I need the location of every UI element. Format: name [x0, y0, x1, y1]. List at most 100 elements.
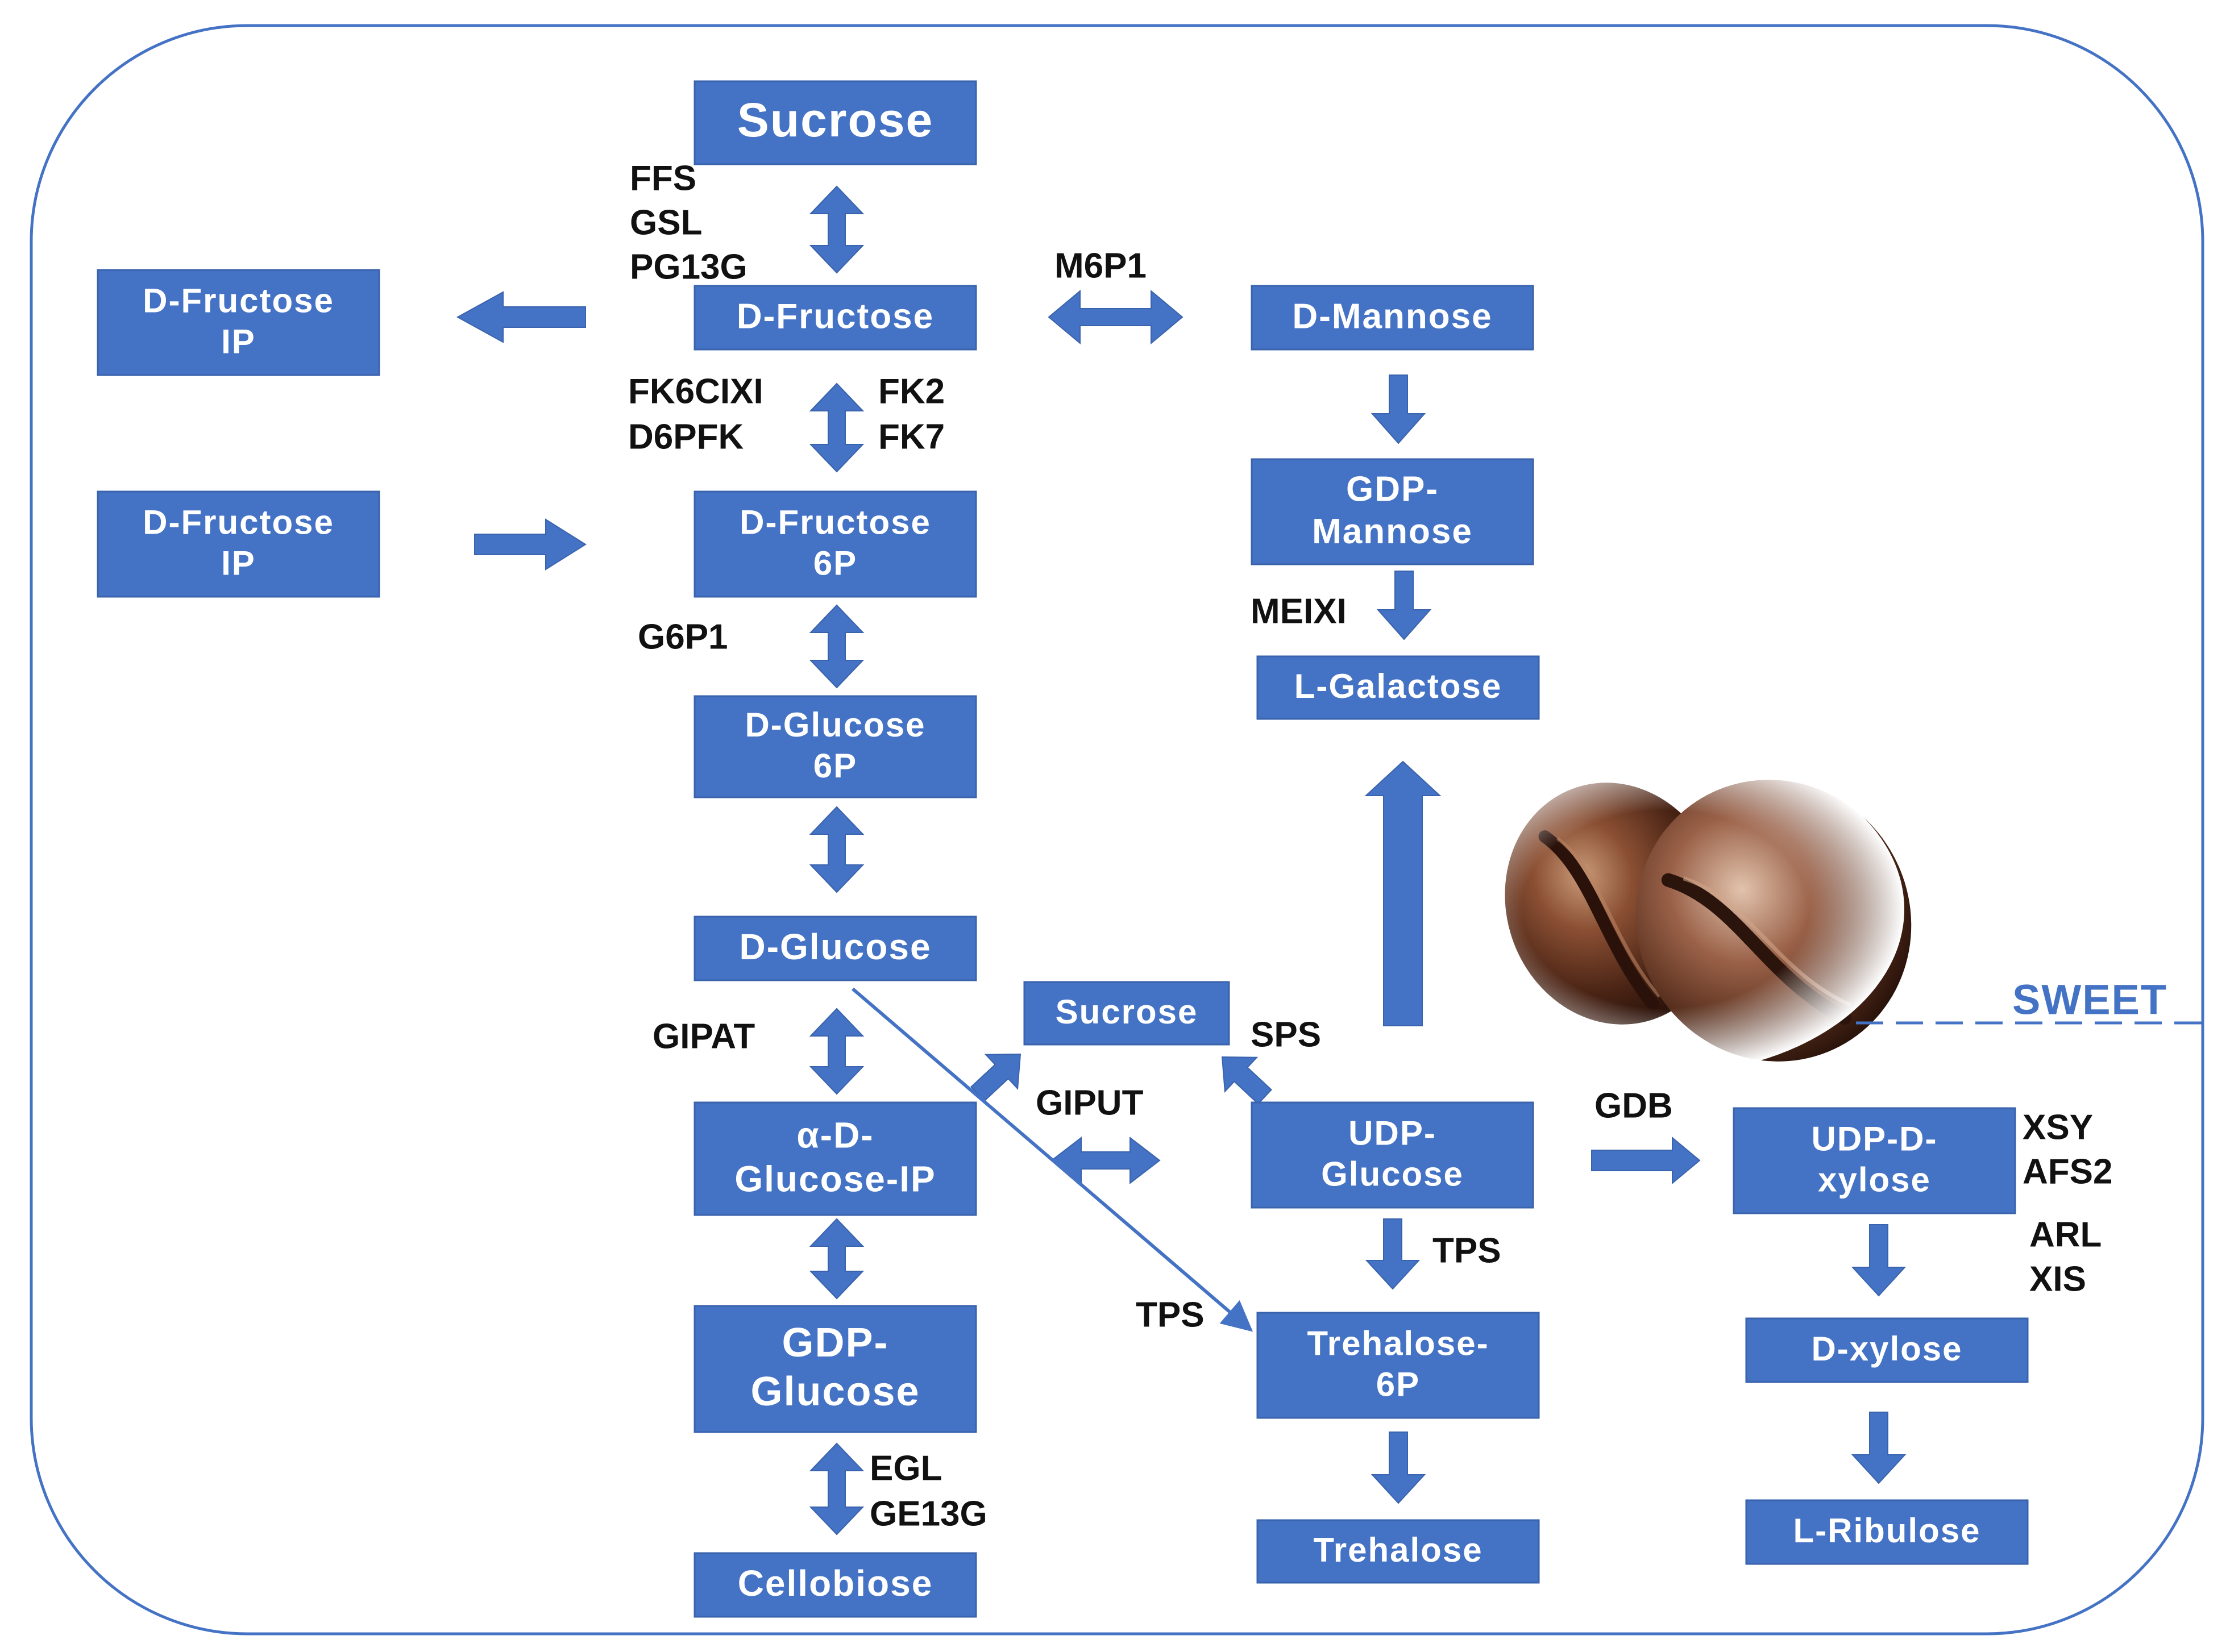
- arrow-udp-glucose-udp-d-xylose: [1591, 1136, 1701, 1185]
- arrow-from-d-fructose-1p: [474, 518, 587, 571]
- node-box: [693, 916, 977, 981]
- enzyme-xsy: XSY: [2023, 1108, 2093, 1147]
- node-label: D-Fructose: [143, 281, 334, 319]
- sweet-label: SWEET: [2012, 976, 2167, 1023]
- node-box: [1023, 981, 1230, 1046]
- node-label: D-Fructose: [740, 503, 931, 541]
- pathway-arrows: [456, 185, 1907, 1536]
- arrow-d-fructose-d-fructose-6p: [809, 382, 865, 473]
- node-label: UDP-: [1348, 1114, 1436, 1152]
- node-box: [693, 490, 977, 598]
- enzyme-meixi: MEIXI: [1251, 592, 1347, 631]
- outer-frame: [30, 24, 2204, 1636]
- node-box: [693, 285, 977, 351]
- enzyme-ge13g: GE13G: [870, 1494, 987, 1533]
- arrow-to-d-fructose-1p: [456, 291, 586, 343]
- node-label: Trehalose: [1313, 1531, 1482, 1569]
- node-label: Mannose: [1312, 512, 1473, 551]
- node-label: D-Mannose: [1292, 297, 1492, 336]
- enzyme-gipat: GIPAT: [653, 1017, 755, 1056]
- arrow-alpha-d-glucose-1p-sucrose: [970, 1053, 1021, 1102]
- node-d-xylose: D-xylose: [1745, 1317, 2029, 1383]
- arrow-gdp-mannose-l-galactose: [1376, 571, 1432, 640]
- enzyme-d6pfk: D6PFK: [628, 417, 744, 456]
- arrow-d-fructose-6p-d-glucose-6p: [809, 604, 865, 689]
- node-label: Sucrose: [1056, 993, 1198, 1031]
- node-label: D-Glucose: [745, 706, 925, 744]
- node-label: L-Ribulose: [1793, 1512, 1981, 1550]
- enzyme-fk7: FK7: [878, 417, 945, 456]
- node-box: [693, 80, 977, 165]
- node-box: [1251, 285, 1534, 351]
- node-label: Cellobiose: [738, 1563, 933, 1604]
- enzyme-fk2: FK2: [878, 372, 945, 411]
- enzyme-gdb: GDB: [1594, 1086, 1673, 1125]
- coffee-beans-photo: [1427, 744, 1912, 1074]
- node-box: [1251, 458, 1534, 565]
- node-alpha-d-glucose-1p: α-D-Glucose-IP: [693, 1101, 977, 1216]
- node-label: Glucose: [750, 1369, 920, 1414]
- node-label: 6P: [813, 747, 857, 785]
- arrow-d-xylose-l-ribulose: [1851, 1412, 1907, 1484]
- node-label: GDP-: [1346, 470, 1439, 509]
- node-l-ribulose: L-Ribulose: [1745, 1499, 2029, 1565]
- node-label: IP: [221, 322, 256, 360]
- arrow-d-glucose-6p-d-glucose: [809, 806, 865, 893]
- node-label: Glucose: [1321, 1155, 1464, 1193]
- enzyme-gsl: GSL: [630, 203, 702, 242]
- arrow-d-glucose-to-trehalose-6p: [852, 987, 1253, 1332]
- enzyme-g6p1: G6P1: [638, 617, 728, 656]
- enzyme-tps-right: TPS: [1432, 1231, 1501, 1270]
- node-box: [1733, 1107, 2016, 1214]
- arrow-udp-glucose-sucrose: [1221, 1056, 1273, 1105]
- enzyme-labels: FFS GSL PG13G M6P1 FK6CIXI D6PFK FK2 FK7…: [628, 159, 2112, 1533]
- node-d-fructose: D-Fructose: [693, 285, 977, 351]
- enzyme-fk6cixi: FK6CIXI: [628, 372, 763, 411]
- node-label: xylose: [1818, 1160, 1931, 1199]
- node-box: [693, 1101, 977, 1216]
- enzyme-sps: SPS: [1251, 1015, 1321, 1054]
- node-label: L-Galactose: [1294, 667, 1502, 705]
- arrow-alpha-d-glucose-1p-udp-glucose: [1050, 1136, 1161, 1185]
- arrow-alpha-d-glucose-1p-gdp-glucose: [809, 1218, 865, 1300]
- node-label: D-Fructose: [737, 297, 934, 336]
- node-d-glucose: D-Glucose: [693, 916, 977, 981]
- arrow-gdp-glucose-cellobiose: [809, 1442, 865, 1536]
- node-label: D-Fructose: [143, 503, 334, 541]
- node-box: [1745, 1317, 2029, 1383]
- node-label: GDP-: [782, 1320, 889, 1366]
- node-label: 6P: [1376, 1365, 1420, 1403]
- node-udp-d-xylose: UDP-D-xylose: [1733, 1107, 2016, 1214]
- enzyme-ffs: FFS: [630, 159, 696, 198]
- node-d-mannose: D-Mannose: [1251, 285, 1534, 351]
- arrow-udp-glucose-l-galactose: [1364, 760, 1442, 1026]
- node-label: α-D-: [796, 1115, 874, 1156]
- node-box: [1745, 1499, 2029, 1565]
- arrow-d-fructose-d-mannose: [1048, 289, 1183, 345]
- enzyme-tps-left: TPS: [1136, 1295, 1205, 1334]
- arrow-udp-d-xylose-d-xylose: [1851, 1224, 1907, 1297]
- node-box: [97, 269, 380, 376]
- node-label: IP: [221, 544, 256, 582]
- node-sucrose-top: Sucrose: [693, 80, 977, 165]
- enzyme-giput: GIPUT: [1036, 1083, 1144, 1122]
- arrow-udp-glucose-trehalose-6p: [1365, 1218, 1421, 1290]
- enzyme-egl: EGL: [870, 1449, 942, 1488]
- node-box: [1256, 655, 1540, 720]
- node-trehalose: Trehalose: [1256, 1519, 1540, 1584]
- node-label: UDP-D-: [1812, 1120, 1938, 1158]
- arrow-sucrose-d-fructose: [809, 185, 865, 274]
- node-box: [1251, 1101, 1534, 1209]
- node-label: Glucose-IP: [734, 1158, 936, 1199]
- node-l-galactose: L-Galactose: [1256, 655, 1540, 720]
- enzyme-pg13g: PG13G: [630, 247, 748, 286]
- enzyme-afs2: AFS2: [2023, 1152, 2112, 1191]
- enzyme-arl: ARL: [2029, 1215, 2102, 1254]
- node-udp-glucose: UDP-Glucose: [1251, 1101, 1534, 1209]
